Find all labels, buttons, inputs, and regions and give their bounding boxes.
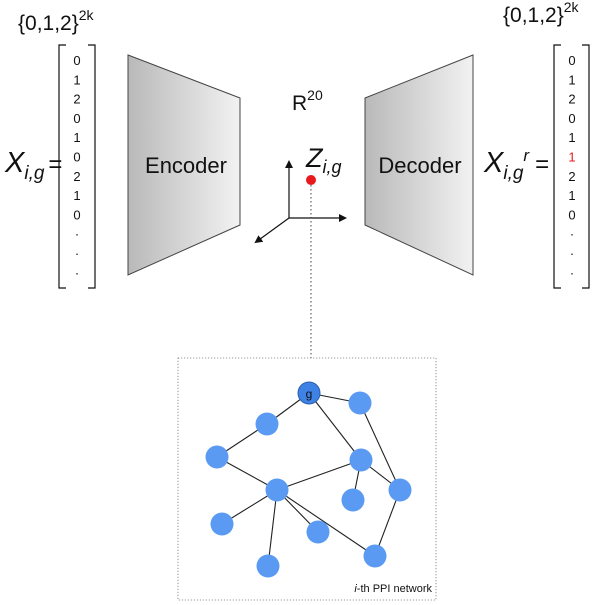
network-edge-12 — [276, 489, 376, 557]
input-value-2: 2 — [73, 92, 80, 107]
output-value-1: 1 — [568, 72, 575, 87]
input-value-7: 1 — [73, 188, 80, 203]
network-edge-8 — [359, 402, 401, 491]
network-edge-5 — [276, 459, 362, 491]
network-node-1 — [348, 391, 372, 415]
output-value-5: 1 — [568, 150, 575, 165]
input-value-5: 0 — [73, 150, 80, 165]
output-value-6: 2 — [568, 169, 575, 184]
output-value-3: 0 — [568, 111, 575, 126]
network-node-9 — [306, 520, 330, 544]
input-value-10: · — [75, 246, 79, 261]
output-value-7: 1 — [568, 188, 575, 203]
encoder-label: Encoder — [145, 153, 227, 178]
network-node-3 — [205, 445, 229, 469]
output-bracket-right — [582, 44, 590, 289]
network-node-11 — [256, 554, 280, 578]
decoder-label: Decoder — [378, 153, 461, 178]
network-node-6 — [388, 478, 412, 502]
output-value-4: 1 — [568, 130, 575, 145]
output-value-8: 0 — [568, 207, 575, 222]
input-bracket-left — [58, 44, 66, 289]
output-bracket-left — [553, 44, 561, 289]
network-edge-10 — [267, 489, 278, 567]
input-value-3: 0 — [73, 111, 80, 126]
network-node-4 — [349, 448, 373, 472]
input-vector-values: 0 1 2 0 1 0 2 1 0 · · · — [73, 53, 80, 280]
decoder-trapezoid — [364, 54, 474, 276]
network-node-5 — [265, 478, 289, 502]
latent-point — [306, 175, 316, 185]
encoder-trapezoid — [127, 54, 241, 276]
network-node-8 — [210, 512, 234, 536]
output-value-2: 2 — [568, 92, 575, 107]
network-node-target — [297, 381, 321, 405]
network-edge-2 — [308, 392, 362, 461]
target-node-label: g — [306, 387, 313, 401]
network-edge-9 — [374, 489, 401, 557]
output-value-11: · — [570, 265, 574, 280]
output-set-label: {0,1,2}2k — [503, 0, 580, 27]
output-value-10: · — [570, 246, 574, 261]
input-value-0: 0 — [73, 53, 80, 68]
input-value-6: 2 — [73, 169, 80, 184]
input-symbol: Xi,g= — [4, 147, 62, 184]
latent-symbol: Zi,g — [305, 143, 342, 177]
output-vector-values: 0 1 2 0 1 1 2 1 0 · · · — [568, 53, 575, 280]
input-value-8: 0 — [73, 207, 80, 222]
latent-space-label: R20 — [292, 87, 323, 115]
network-node-7 — [341, 488, 365, 512]
input-set-label: {0,1,2}2k — [18, 7, 95, 35]
network-node-10 — [363, 544, 387, 568]
input-bracket-right — [88, 44, 96, 289]
input-value-1: 1 — [73, 72, 80, 87]
output-value-0: 0 — [568, 53, 575, 68]
output-value-9: · — [570, 227, 574, 242]
network-node-2 — [255, 412, 279, 436]
input-value-9: · — [75, 227, 79, 242]
network-nodes — [205, 381, 412, 578]
input-value-4: 1 — [73, 130, 80, 145]
network-caption: i-th PPI network — [354, 583, 432, 595]
input-value-11: · — [75, 265, 79, 280]
latent-axis-y — [254, 217, 290, 244]
output-symbol: Xi,gr= — [483, 146, 549, 184]
